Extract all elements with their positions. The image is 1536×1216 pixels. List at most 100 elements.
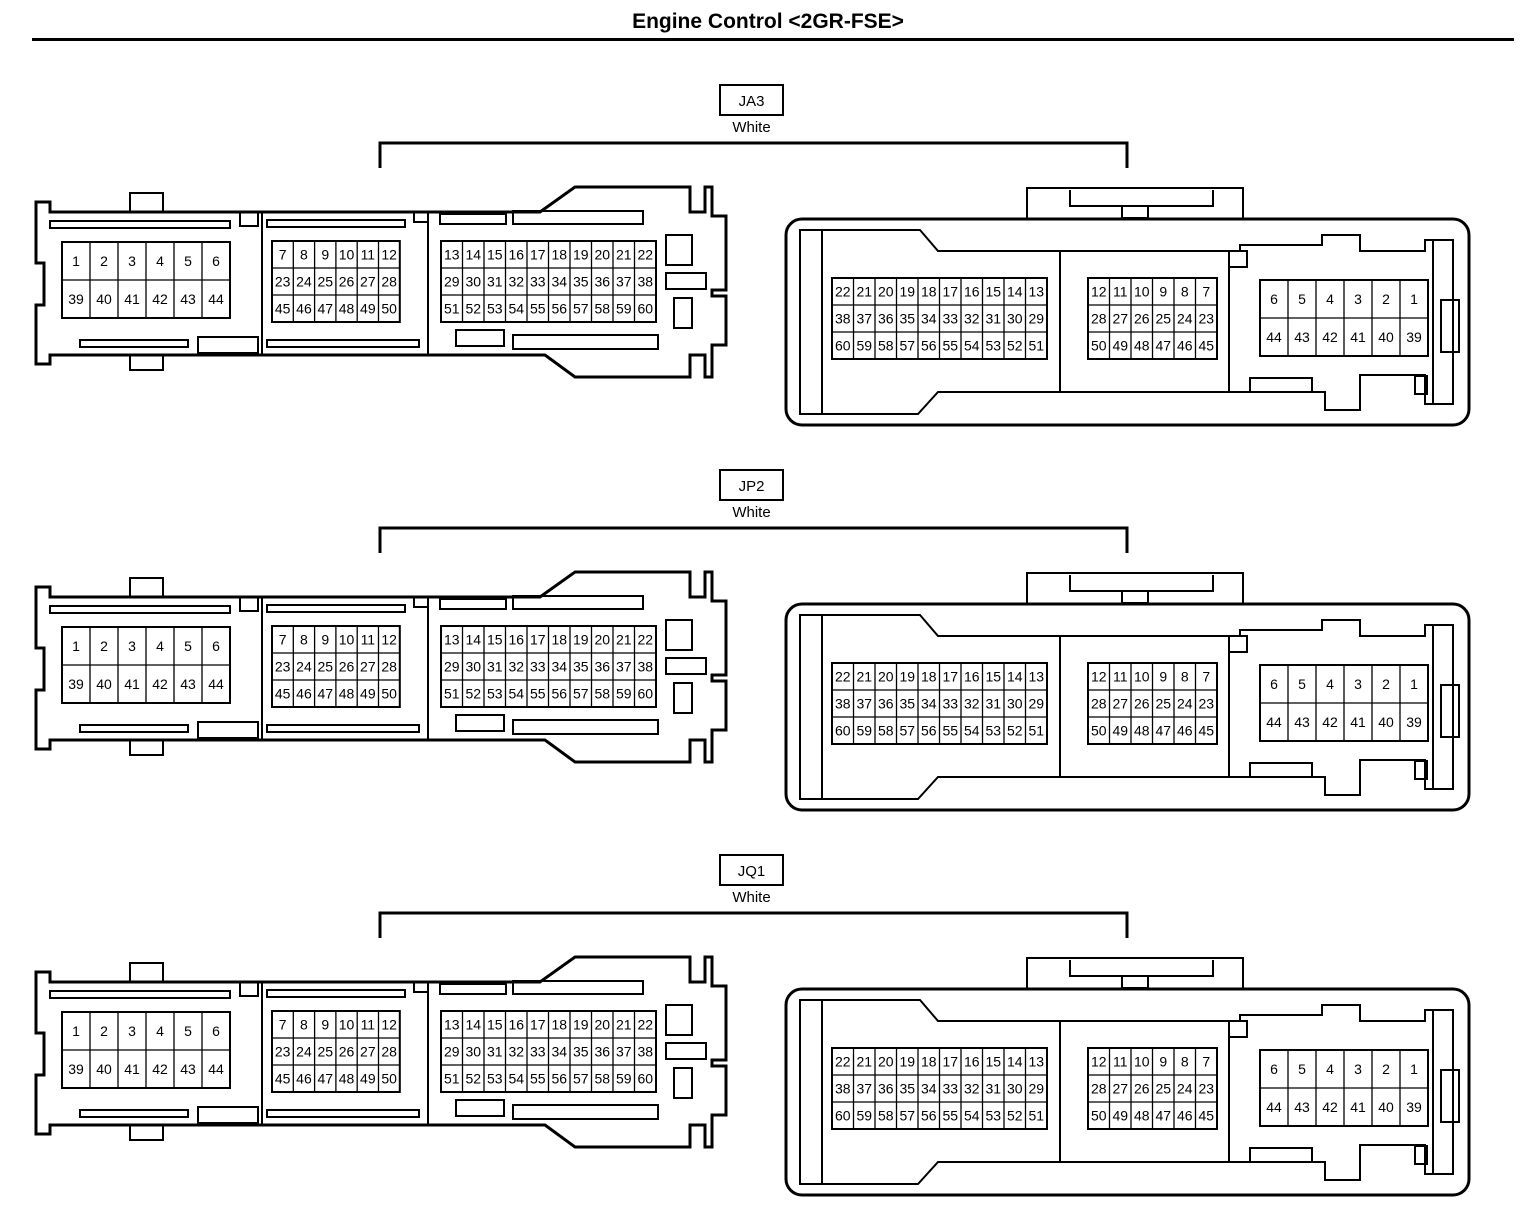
rail [79,339,189,348]
pin-label: 15 [487,632,503,648]
pin-label: 3 [1354,676,1362,692]
pin-label: 20 [878,1054,894,1070]
pin-label: 38 [637,659,653,675]
pin-label: 25 [317,274,333,290]
pin-label: 45 [275,301,291,317]
pin-label: 45 [1198,338,1214,354]
pin-label: 23 [275,1044,291,1060]
pin-label: 4 [156,1023,164,1039]
pin-label: 48 [1134,1108,1150,1124]
pin-label: 59 [856,723,872,739]
pin-label: 21 [856,669,872,685]
pin-label: 35 [573,274,589,290]
pin-label: 25 [317,659,333,675]
pin-label: 31 [487,274,503,290]
pin-label: 42 [1322,1099,1338,1115]
lock-recess [1069,190,1214,207]
pin-label: 57 [573,301,589,317]
pin-label: 47 [1155,723,1171,739]
pin-label: 27 [360,659,376,675]
pin-label: 45 [1198,723,1214,739]
rail [266,604,406,613]
pin-label: 5 [184,253,192,269]
key [1249,377,1313,393]
connector-id: JP2 [739,478,765,495]
pin-label: 39 [1406,1099,1422,1115]
key [239,981,259,997]
key [413,596,429,608]
pin-label: 2 [100,638,108,654]
pin-label: 55 [942,1108,958,1124]
pin-label: 45 [275,1071,291,1087]
pin-label: 37 [856,1081,872,1097]
connector-id-box [719,469,784,501]
pin-label: 28 [381,659,397,675]
pin-label: 11 [361,247,376,263]
pin-label: 24 [296,274,312,290]
pin-label: 16 [964,284,980,300]
pin-label: 54 [508,686,524,702]
key [413,211,429,223]
pin-label: 29 [444,274,460,290]
pin-label: 10 [1134,669,1150,685]
pin-label: 40 [1378,1099,1394,1115]
pin-label: 57 [899,338,915,354]
pin-label: 21 [856,284,872,300]
pin-label: 48 [339,686,355,702]
pin-label: 2 [1382,291,1390,307]
key [1414,375,1428,395]
rail [266,724,420,733]
pin-label: 14 [1007,284,1023,300]
pin-label: 24 [296,1044,312,1060]
pin-label: 13 [1028,284,1044,300]
pin-label: 6 [212,638,220,654]
pin-label: 12 [1091,284,1107,300]
pin-label: 15 [487,247,503,263]
pin-label: 32 [964,1081,980,1097]
pin-label: 16 [964,669,980,685]
pin-label: 33 [530,1044,546,1060]
top-lock [1026,957,1244,989]
pin-label: 16 [508,247,524,263]
connector-id: JQ1 [738,863,766,880]
housing-latch-bottom [129,1125,164,1141]
pin-label: 20 [878,669,894,685]
pin-label: 19 [899,669,915,685]
pin-label: 3 [128,1023,136,1039]
rail [79,1109,189,1118]
pin-label: 14 [465,632,481,648]
pin-label: 14 [1007,1054,1023,1070]
pin-label: 29 [1028,311,1044,327]
rail [49,605,231,614]
pin-label: 15 [985,669,1001,685]
pin-label: 27 [360,274,376,290]
pin-label: 23 [275,659,291,675]
pin-label: 30 [1007,1081,1023,1097]
pin-label: 45 [1198,1108,1214,1124]
pin-label: 50 [381,301,397,317]
pin-label: 48 [1134,338,1150,354]
side-rail [1432,624,1454,790]
pin-label: 17 [530,247,546,263]
pin-label: 14 [465,1017,481,1033]
pin-label: 53 [985,723,1001,739]
pin-label: 8 [300,632,308,648]
pin-label: 60 [835,723,851,739]
connector-bracket [378,526,1129,553]
pin-label: 24 [296,659,312,675]
pin-label: 37 [616,659,632,675]
pin-label: 24 [1177,696,1193,712]
key [413,981,429,993]
pin-label: 52 [465,1071,481,1087]
rail [512,980,644,995]
pin-label: 7 [279,632,287,648]
pin-label: 39 [68,291,84,307]
pin-label: 16 [964,1054,980,1070]
pin-label: 48 [1134,723,1150,739]
key [197,336,259,354]
terminal-slot [673,297,693,329]
key [1440,684,1460,738]
pin-label: 44 [208,291,224,307]
pin-label: 50 [1091,1108,1107,1124]
